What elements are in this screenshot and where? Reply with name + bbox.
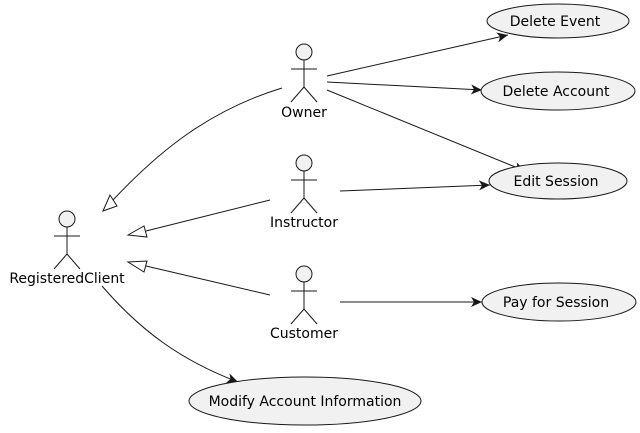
- use-case-label: Modify Account Information: [209, 394, 402, 410]
- actor-registered-client[interactable]: RegisteredClient: [9, 210, 125, 287]
- use-case-modify-account[interactable]: Modify Account Information: [188, 376, 422, 426]
- association-owner-edit-session: [326, 89, 526, 172]
- generalization-arrowhead-instructor: [126, 225, 148, 238]
- actor-head: [295, 43, 313, 61]
- actor-customer[interactable]: Customer: [270, 265, 338, 342]
- use-case-edit-session[interactable]: Edit Session: [488, 162, 628, 200]
- use-case-label: Pay for Session: [503, 295, 609, 311]
- use-case-label: Edit Session: [514, 174, 599, 190]
- use-case-pay-session[interactable]: Pay for Session: [481, 282, 637, 322]
- use-case-label: Delete Account: [503, 84, 610, 100]
- generalization-customer-registered: [145, 265, 271, 296]
- association-instructor-edit-session: [339, 180, 491, 192]
- association-registered-modify-account: [101, 285, 239, 383]
- associations: [101, 32, 526, 383]
- generalization-owner-registered: [112, 87, 283, 201]
- actor-owner[interactable]: Owner: [281, 43, 327, 121]
- actor-label: Customer: [270, 326, 338, 342]
- actor-label: RegisteredClient: [9, 271, 125, 287]
- actor-head: [295, 265, 313, 283]
- generalization-arrowhead-owner: [102, 193, 118, 212]
- generalization-instructor-registered: [145, 199, 271, 232]
- generalization-arrowhead-customer: [126, 260, 148, 273]
- use-case-delete-account[interactable]: Delete Account: [480, 71, 636, 111]
- association-owner-delete-event: [326, 32, 509, 77]
- actor-head: [58, 210, 76, 228]
- use-case-label: Delete Event: [510, 14, 601, 30]
- actor-label: Owner: [281, 105, 327, 121]
- generalizations: [102, 87, 283, 296]
- use-case-delete-event[interactable]: Delete Event: [486, 3, 630, 39]
- association-owner-delete-account: [326, 81, 483, 95]
- actor-instructor[interactable]: Instructor: [270, 154, 338, 231]
- actor-label: Instructor: [270, 215, 338, 231]
- actor-head: [295, 154, 313, 172]
